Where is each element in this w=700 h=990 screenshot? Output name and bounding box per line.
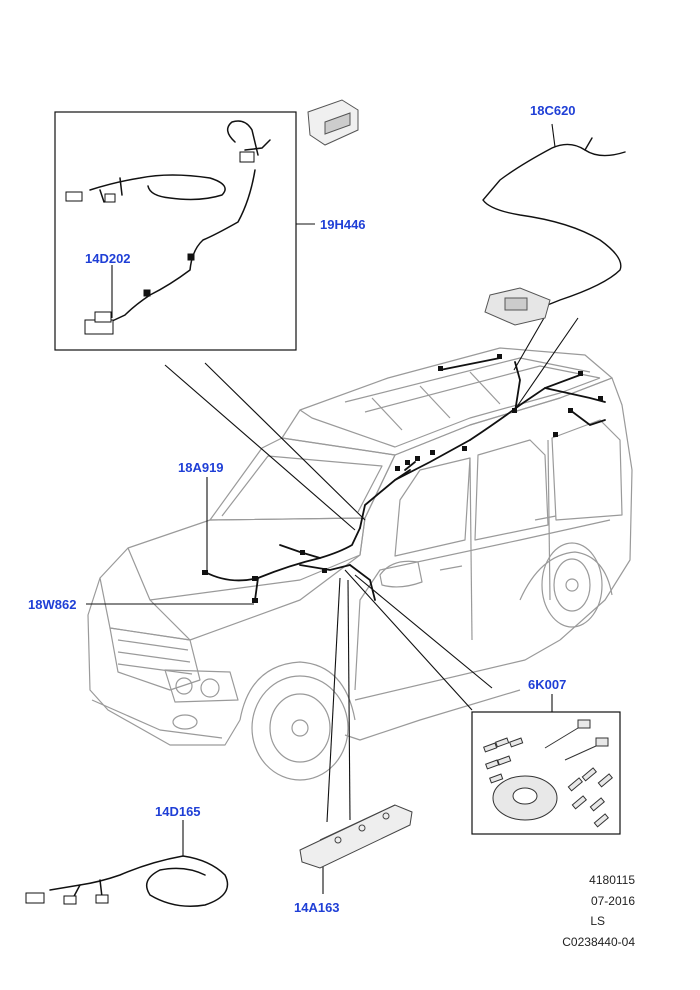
harness-connectors <box>202 354 603 603</box>
callout-19h446: 19H446 <box>320 217 366 232</box>
callout-14a163: 14A163 <box>294 900 340 915</box>
callout-18w862: 18W862 <box>28 597 77 612</box>
drawing-number: C0238440-04 <box>562 935 635 949</box>
harness-18c620 <box>482 137 626 309</box>
dome-lamp <box>484 287 551 326</box>
kit-6k007 <box>483 719 613 828</box>
model-code: LS <box>590 914 605 928</box>
vehicle-outline <box>87 347 633 781</box>
bracket-14a163 <box>299 804 413 869</box>
callout-14d202: 14D202 <box>85 251 131 266</box>
harness-19h446 <box>89 120 271 323</box>
detail-box-6k007 <box>471 711 621 835</box>
reference-number: 4180115 <box>589 873 635 887</box>
callout-14d165: 14D165 <box>155 804 201 819</box>
leader-lines <box>86 123 579 894</box>
detail-box-19h446 <box>54 111 297 351</box>
callout-6k007: 6K007 <box>528 677 567 692</box>
harness-14d165-connectors <box>25 892 109 905</box>
callout-18c620: 18C620 <box>530 103 576 118</box>
harness-19h446-connectors <box>65 151 255 335</box>
issue-date: 07-2016 <box>590 894 635 908</box>
callout-18a919: 18A919 <box>178 460 224 475</box>
bracket-part <box>307 99 359 146</box>
harness-14d165 <box>49 855 229 907</box>
